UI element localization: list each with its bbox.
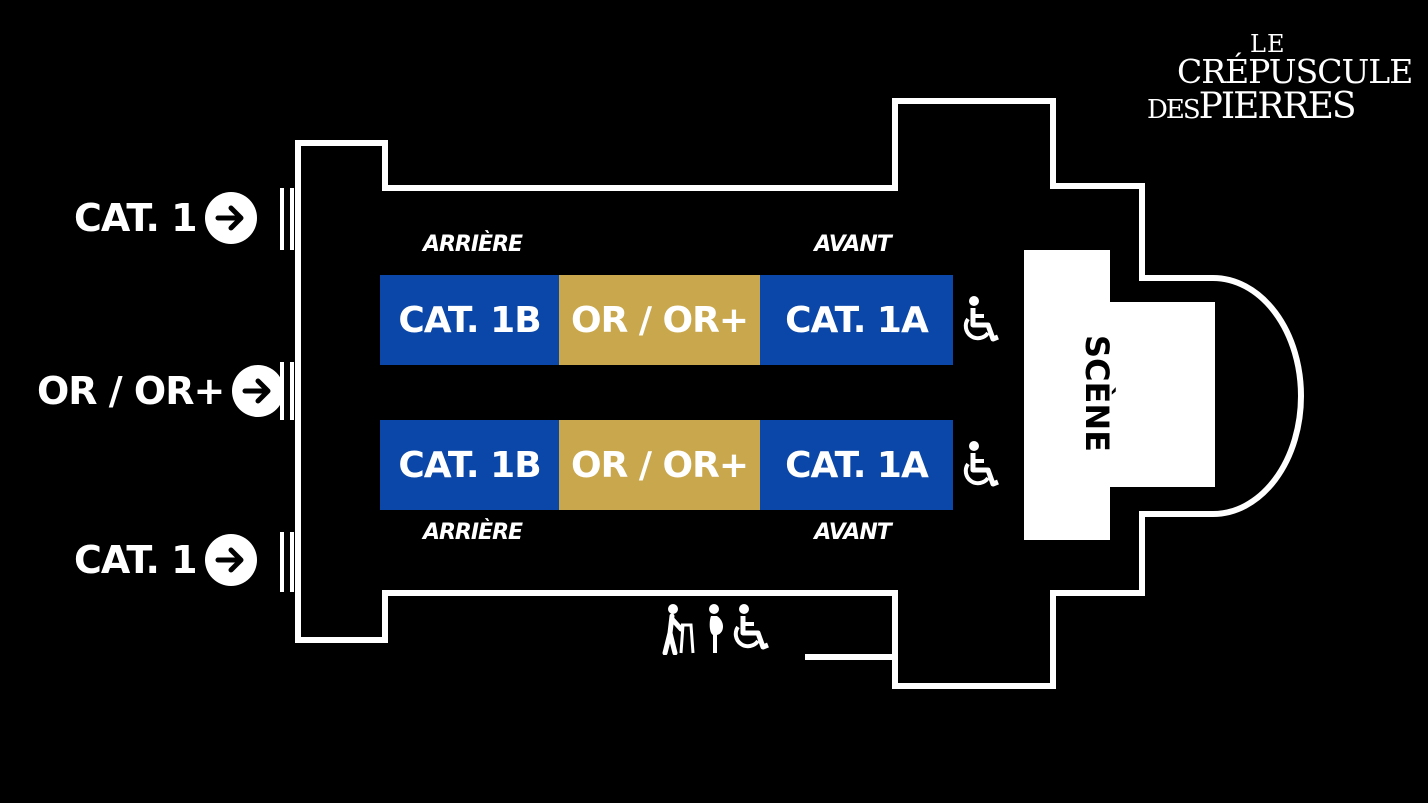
arrow-right-icon [232, 365, 285, 417]
seat-block-or[interactable]: OR / OR+ [559, 420, 760, 510]
logo-line-3: DESPIERRES [1147, 86, 1357, 127]
wheelchair-icon [963, 441, 999, 487]
walker-icon [662, 604, 695, 655]
pregnant-person-icon [709, 604, 723, 653]
seat-block-cat1a[interactable]: CAT. 1A [760, 420, 953, 510]
stage-label: SCÈNE [1078, 335, 1116, 453]
entrance-label: CAT. 1 [74, 538, 198, 582]
wheelchair-icon [733, 604, 769, 650]
entrance-label: CAT. 1 [74, 196, 198, 240]
stage-shape [1024, 250, 1215, 540]
arrow-right-icon [204, 192, 257, 244]
arrow-right-icon [204, 534, 257, 586]
door-cat1-bottom [280, 532, 294, 592]
seat-block-cat1b[interactable]: CAT. 1B [380, 420, 559, 510]
entrance-cat1-bottom[interactable]: CAT. 1 [74, 534, 257, 586]
zone-label-rear-top: ARRIÈRE [422, 232, 523, 257]
seat-block-cat1a[interactable]: CAT. 1A [760, 275, 953, 365]
seat-block-or[interactable]: OR / OR+ [559, 275, 760, 365]
building-outline [295, 98, 1304, 689]
logo-line-1: LE [1250, 30, 1286, 58]
logo: LE CRÉPUSCULE DESPIERRES [1145, 30, 1413, 130]
logo-line-2: CRÉPUSCULE [1177, 52, 1413, 91]
entrance-label: OR / OR+ [37, 369, 225, 413]
zone-label-front-bottom: AVANT [814, 520, 892, 545]
logo-line-3-prefix: DES [1147, 95, 1201, 125]
zone-label-rear-bottom: ARRIÈRE [422, 520, 523, 545]
entrance-or[interactable]: OR / OR+ [37, 365, 285, 417]
zone-label-front-top: AVANT [814, 232, 892, 257]
entrance-cat1-top[interactable]: CAT. 1 [74, 192, 257, 244]
wheelchair-icon [963, 296, 999, 342]
door-cat1-top [280, 188, 294, 250]
seat-block-cat1b[interactable]: CAT. 1B [380, 275, 559, 365]
logo-line-3-main: PIERRES [1198, 86, 1357, 127]
